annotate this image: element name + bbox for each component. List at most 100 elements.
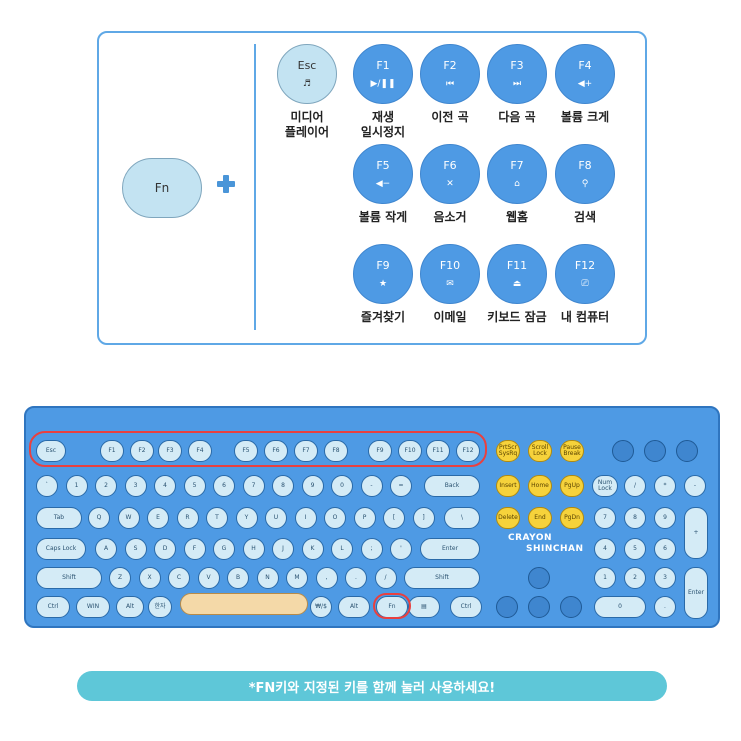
keyboard-key: 3 (124, 475, 147, 497)
legend-label-line1: 웹홈 (505, 210, 529, 224)
keyboard-key (676, 440, 698, 462)
keyboard-key: ` (36, 475, 58, 497)
legend-label-line1: 음소거 (433, 210, 467, 224)
legend-key-icon: ⏏ (512, 279, 522, 289)
keyboard-key: WIN (76, 596, 110, 618)
legend-key-icon: ⚲ (581, 179, 589, 189)
keyboard-key: / (374, 567, 397, 589)
legend-key-name: F1 (376, 59, 390, 72)
keyboard-key: 7 (242, 475, 265, 497)
keyboard-key: F4 (188, 440, 212, 462)
legend-key-f12: F12⎚ (555, 244, 615, 304)
legend-key-icon: ⌂ (514, 179, 520, 189)
keyboard-key: A (95, 538, 117, 560)
legend-label-line1: 미디어 (290, 110, 324, 124)
legend-label-line1: 볼륨 작게 (358, 210, 408, 224)
legend-label-line1: 이메일 (433, 310, 467, 324)
legend-key-f6: F6✕ (420, 144, 480, 204)
keyboard-key: Insert (496, 475, 520, 497)
keyboard-key: Delete (496, 507, 520, 529)
fn-key-highlight (373, 593, 411, 619)
legend-key-icon: ⏭ (512, 79, 522, 89)
legend-label-line1: 재생 (371, 110, 395, 124)
keyboard-key: Caps Lock (36, 538, 86, 560)
legend-key-label: 다음 곡 (472, 110, 562, 125)
keyboard-key: F9 (368, 440, 392, 462)
keyboard-key: R (176, 507, 199, 529)
keyboard-key (612, 440, 634, 462)
legend-key-name: F2 (443, 59, 457, 72)
legend-key-label: 이전 곡 (405, 110, 495, 125)
keyboard-key: D (154, 538, 176, 560)
keyboard-key: N (256, 567, 279, 589)
legend-key-label: 키보드 잠금 (472, 310, 562, 325)
keyboard-key: . (345, 567, 367, 589)
legend-label-line2: 일시정지 (360, 125, 406, 139)
keyboard-key: C (168, 567, 190, 589)
brand-line2: SHINCHAN (526, 544, 584, 554)
keyboard-key: Alt (338, 596, 370, 618)
legend-key-icon: ◀+ (577, 79, 593, 89)
keyboard-key: 9 (301, 475, 324, 497)
legend-key-f8: F8 ⚲ (555, 144, 615, 204)
legend-key-f1: F1▶/❚❚ (353, 44, 413, 104)
legend-label-line1: 키보드 잠금 (487, 310, 547, 324)
keyboard-key: 7 (594, 507, 616, 529)
keyboard-key: 8 (624, 507, 646, 529)
keyboard-key: - (360, 475, 383, 497)
legend-key-name: F11 (506, 259, 528, 272)
keyboard-key: P (353, 507, 376, 529)
legend-label-line1: 검색 (573, 210, 597, 224)
keyboard-key: 6 (213, 475, 235, 497)
keyboard-key: O (324, 507, 346, 529)
keyboard-key: Ctrl (36, 596, 70, 618)
keyboard-key: V (197, 567, 220, 589)
function-row-highlight (29, 431, 487, 467)
keyboard-key: Shift (36, 567, 102, 589)
keyboard-key: 2 (624, 567, 646, 589)
keyboard-key: Y (235, 507, 258, 529)
keyboard-key: F3 (158, 440, 182, 462)
keyboard-key: 한자 (148, 596, 172, 618)
keyboard-key: F8 (324, 440, 348, 462)
keyboard-key: . (654, 596, 676, 618)
legend-key-label: 웹홈 (472, 210, 562, 225)
legend-key-f2: F2⏮ (420, 44, 480, 104)
keyboard-key: 2 (95, 475, 117, 497)
legend-key-name: F3 (510, 59, 524, 72)
keyboard-key: 1 (65, 475, 88, 497)
keyboard-key: H (242, 538, 265, 560)
keyboard-key: PrtScr SysRq (496, 440, 520, 462)
keyboard-key: 0 (594, 596, 646, 618)
keyboard-key: ₩/$ (310, 596, 332, 618)
usage-note: *FN키와 지정된 키를 함께 눌러 사용하세요! (77, 671, 667, 701)
keyboard-key: Pause Break (560, 440, 584, 462)
keyboard-key: Shift (404, 567, 480, 589)
legend-key-label: 즐겨찾기 (338, 310, 428, 325)
keyboard-key: 3 (654, 567, 676, 589)
legend-key-name: F6 (443, 159, 457, 172)
keyboard-key: \ (444, 507, 480, 529)
spacebar (180, 593, 308, 615)
legend-label-line1: 다음 곡 (498, 110, 536, 124)
legend-key-name: F8 (578, 159, 592, 172)
keyboard-key: 0 (331, 475, 353, 497)
keyboard-key: End (528, 507, 552, 529)
keyboard-key: F10 (398, 440, 422, 462)
keyboard-key: 1 (594, 567, 616, 589)
legend-key-icon: ★ (378, 279, 388, 289)
keyboard-key: S (124, 538, 147, 560)
keyboard-key: F (183, 538, 206, 560)
keyboard-key: ' (390, 538, 412, 560)
keyboard-key (496, 596, 518, 618)
keyboard-key: U (265, 507, 287, 529)
legend-key-f7: F7⌂ (487, 144, 547, 204)
keyboard-key: Tab (36, 507, 82, 529)
legend-key-label: 검색 (540, 210, 630, 225)
keyboard-key: J (272, 538, 294, 560)
keyboard-key: PgUp (560, 475, 584, 497)
keyboard-key: 4 (594, 538, 616, 560)
plus-icon (215, 173, 237, 195)
